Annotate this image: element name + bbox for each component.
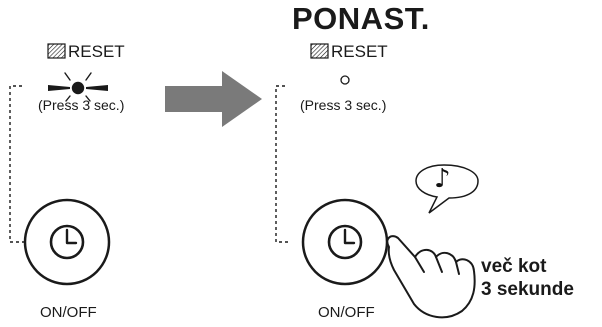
left-panel [9,43,111,286]
right-button-label: ON/OFF [318,304,375,321]
music-note-icon: ♪ [434,164,451,194]
filter-hatch-icon [310,43,329,59]
dotted-bracket [275,85,290,243]
left-reset-label: RESET [68,42,125,61]
lamp-on-icon [48,72,108,102]
instruction-line-2: 3 sekunde [481,279,574,300]
right-reset-label: RESET [331,42,388,61]
right-panel [275,43,479,319]
dotted-bracket [9,85,24,243]
lamp-off-icon [340,75,350,85]
beep-speech-bubble [415,164,479,214]
right-onoff-button[interactable] [301,198,389,286]
left-press-hint: (Press 3 sec.) [38,97,125,113]
instruction-line-1: več kot [481,256,547,277]
finger-press-icon [386,235,476,319]
clock-icon [49,224,85,260]
right-press-hint: (Press 3 sec.) [300,97,387,113]
filter-hatch-icon [47,43,66,59]
clock-icon [327,224,363,260]
left-button-label: ON/OFF [40,304,97,321]
left-onoff-button[interactable] [23,198,111,286]
page-title: PONAST. [292,1,430,36]
right-arrow-icon [165,71,262,127]
